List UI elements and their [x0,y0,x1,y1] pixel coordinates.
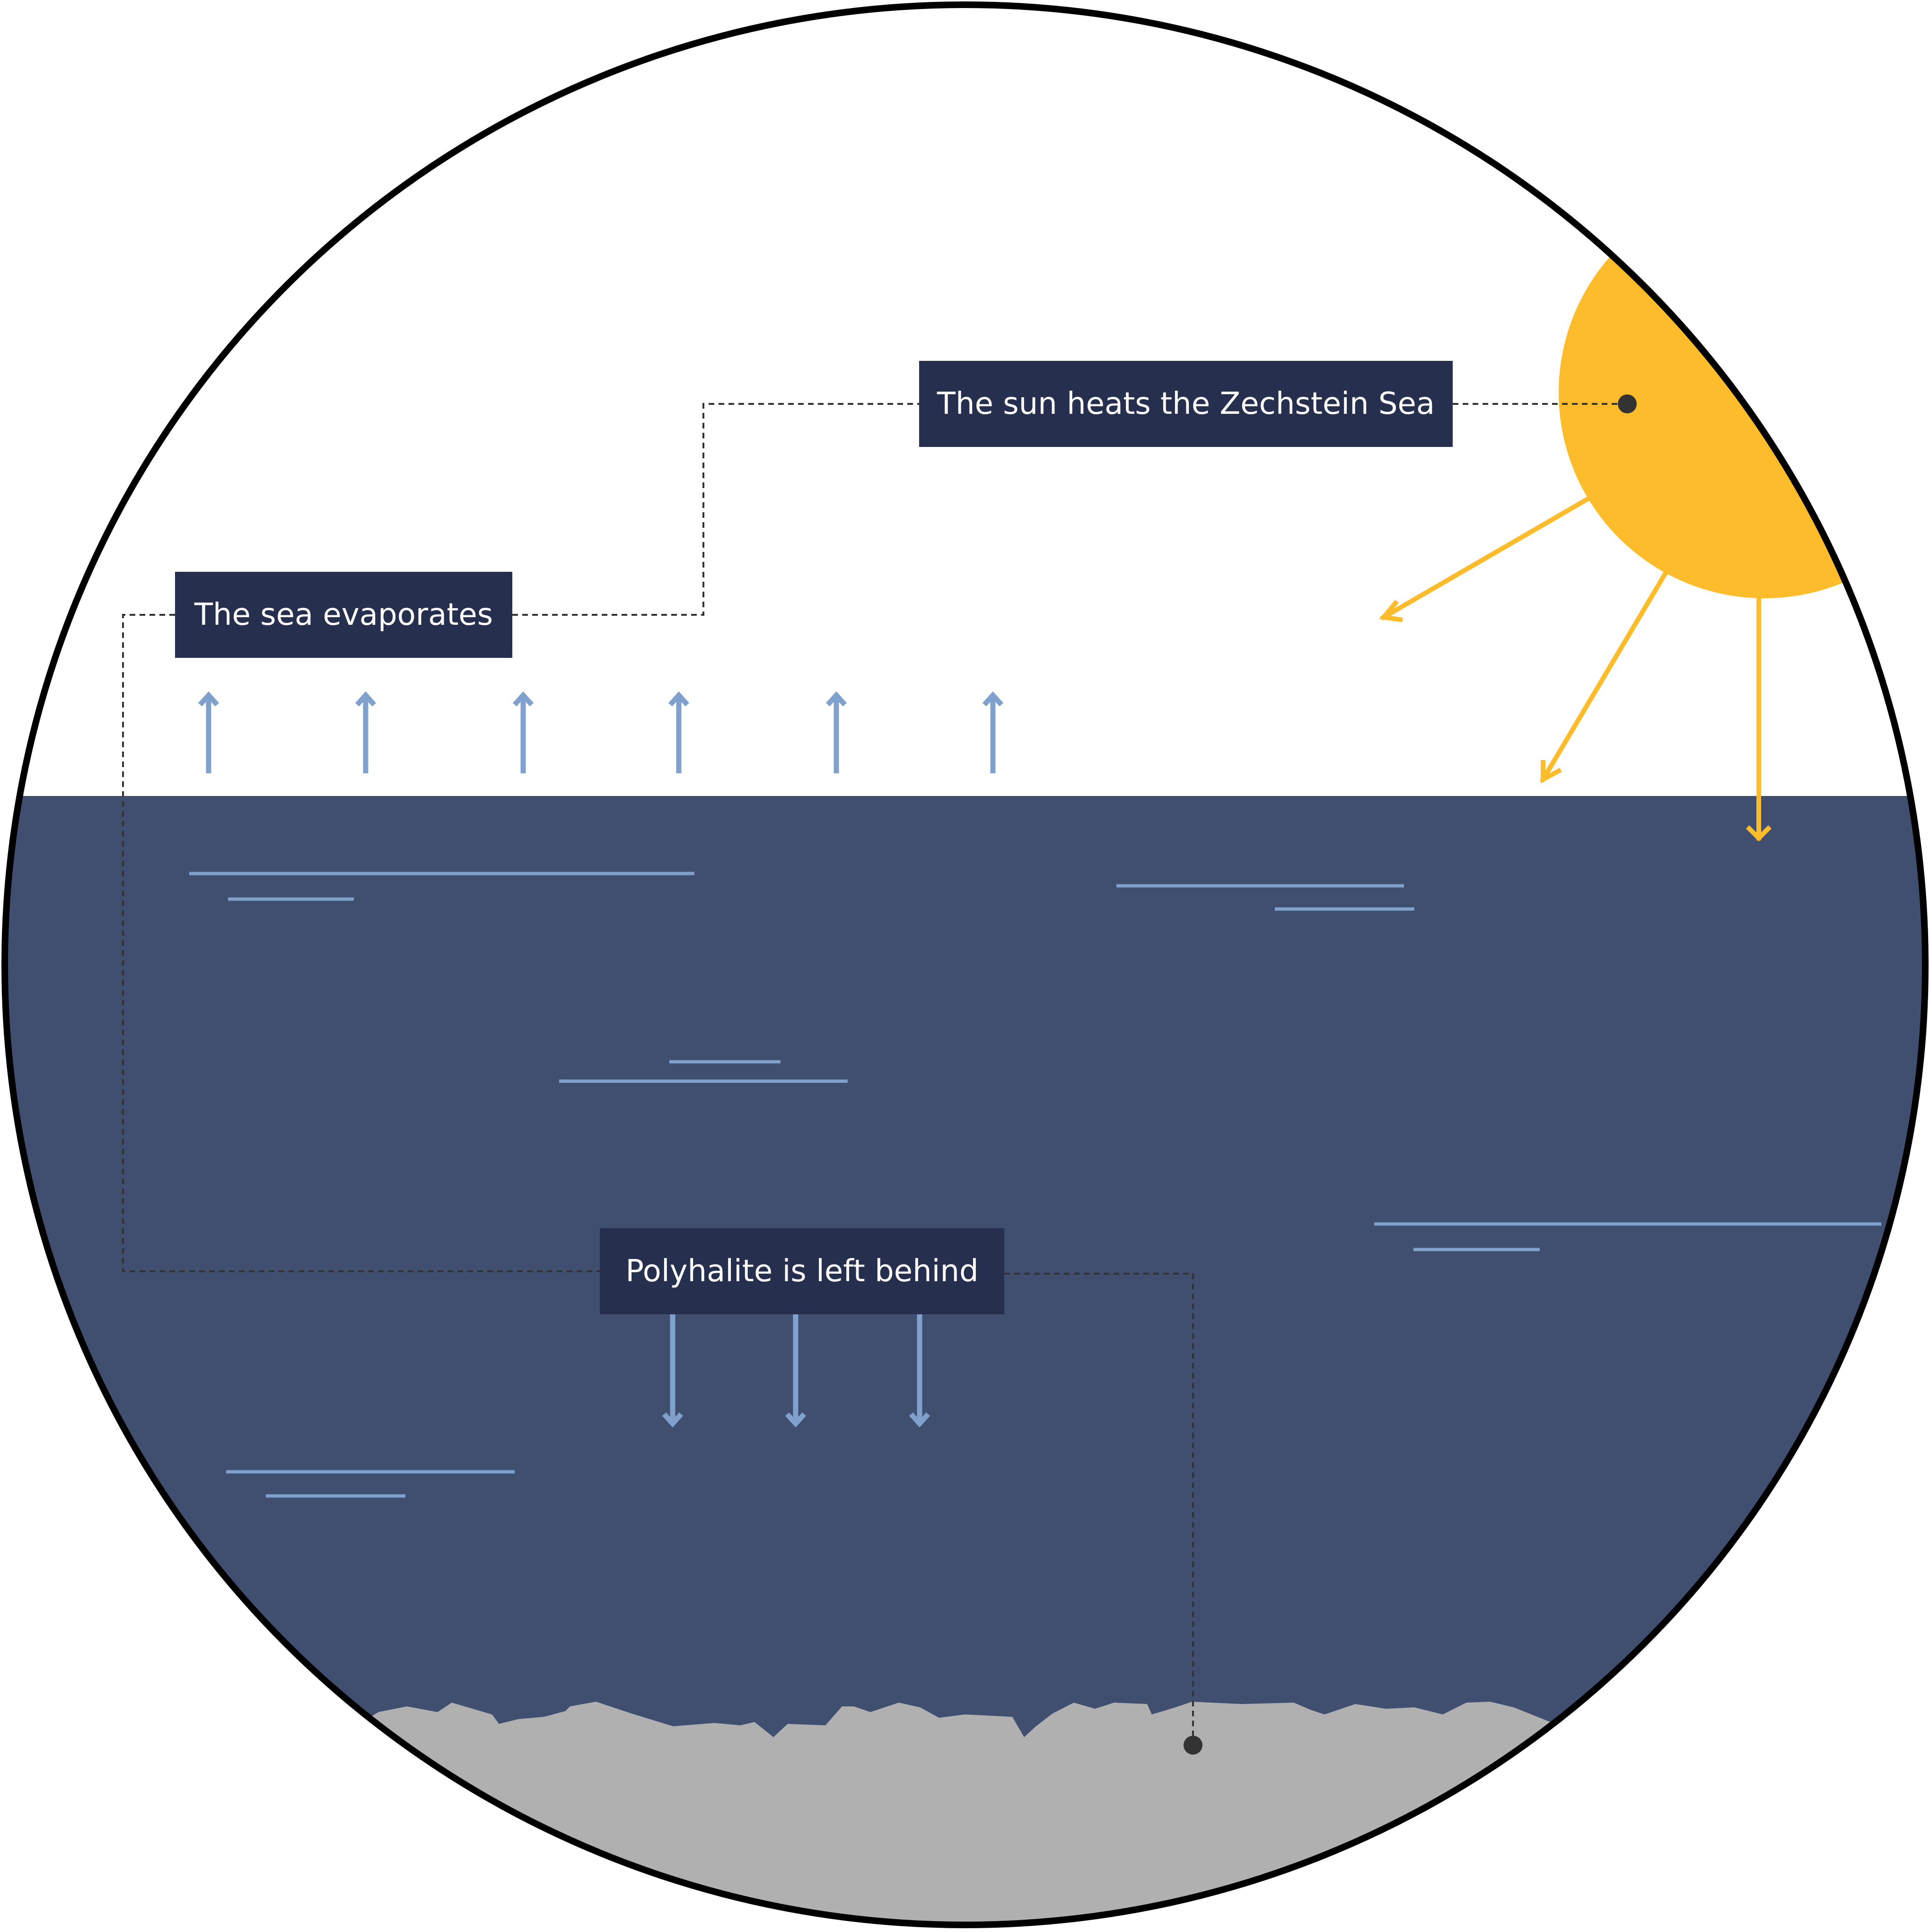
sun-ray-1 [1380,493,1595,621]
leader-lines [122,403,1627,1745]
arrow-down-icon [662,1314,684,1428]
sun-rays [1379,493,1772,842]
arrow-up-icon [825,691,847,773]
arrow-up-icon [355,691,377,773]
label-polyhalite-left-behind: Polyhalite is left behind [600,1228,1004,1314]
deposit-marker-dot [1184,1736,1202,1755]
leader-evap-to-sun [512,403,919,616]
sun-marker-dot [1618,394,1637,413]
arrow-down-icon [785,1314,807,1428]
arrow-up-icon [668,691,690,773]
sun-ray-1-head [1379,599,1403,622]
sun-ray-2 [1540,567,1671,783]
leader-poly-to-deposit [1004,1273,1194,1745]
arrow-up-icon [198,691,219,773]
arrow-down-icon [909,1314,930,1428]
evaporation-arrows [198,691,1004,773]
sun-ray-3-head [1746,825,1772,842]
deposition-arrows [662,1314,930,1428]
label-sea-evaporates: The sea evaporates [175,572,512,658]
arrow-up-icon [982,691,1004,773]
label-sun-heats-sea: The sun heats the Zechstein Sea [919,361,1453,447]
water-ripples [189,872,1881,1498]
sun-ray-2-head [1541,760,1562,784]
arrow-up-icon [512,691,534,773]
leader-evap-to-poly [122,614,600,1272]
